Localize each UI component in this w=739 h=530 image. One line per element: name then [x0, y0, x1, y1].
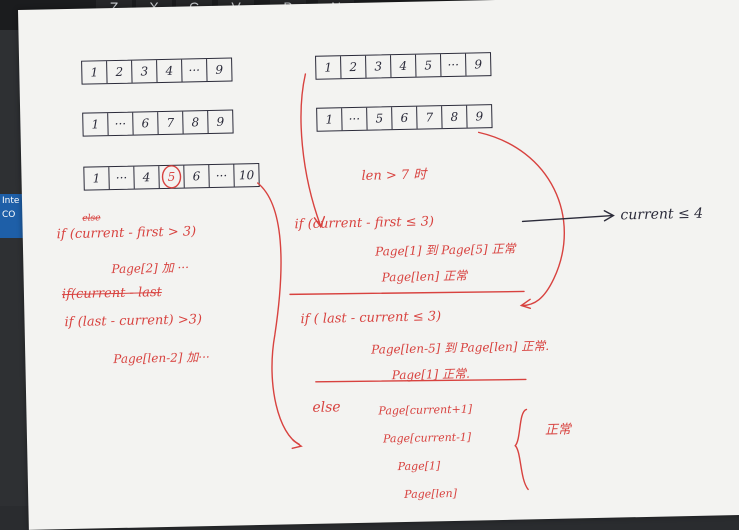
arrow-line-black: [521, 214, 614, 223]
divider-2: [315, 378, 527, 383]
circle-mark: [161, 165, 182, 189]
arrowhead-black: [603, 210, 615, 222]
arrowhead: [313, 215, 326, 229]
arrowhead: [519, 298, 532, 310]
intel-sticker: Inte CO: [0, 194, 24, 238]
brace: [514, 408, 529, 491]
arrow-curve-left: [256, 182, 300, 445]
arrow-curve-top: [300, 73, 322, 227]
arrow-curve-right: [477, 131, 565, 307]
arrowhead: [291, 439, 303, 450]
divider-1: [289, 290, 525, 296]
paper-sheet: 1 2 3 4 ··· 9 1 ··· 6 7 8 9 1 ··· 4 5 6 …: [18, 0, 739, 530]
ink-strokes: [161, 73, 615, 491]
